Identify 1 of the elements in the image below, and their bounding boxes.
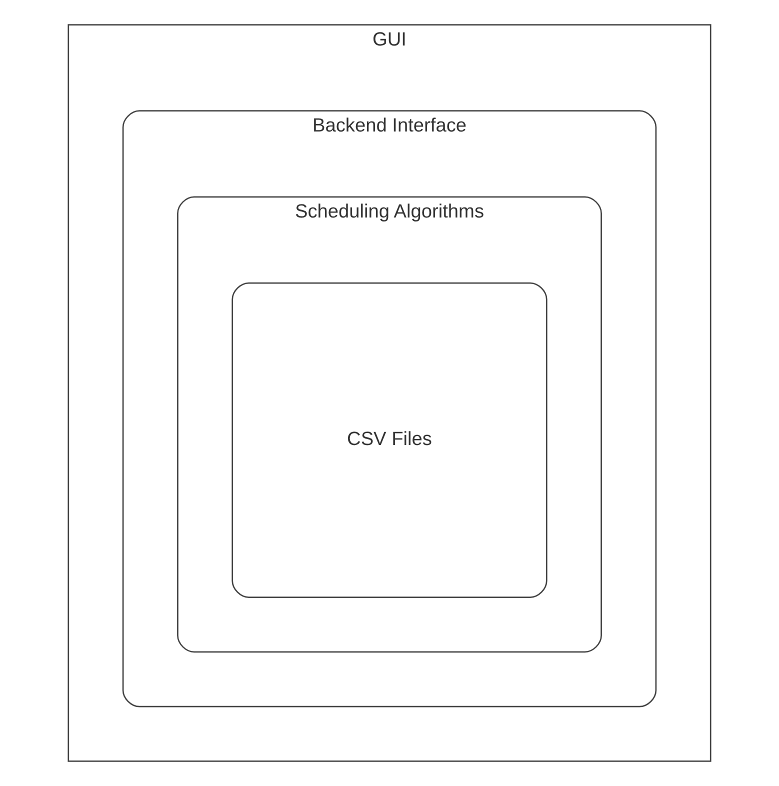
node-box: CSV Files: [232, 282, 548, 598]
